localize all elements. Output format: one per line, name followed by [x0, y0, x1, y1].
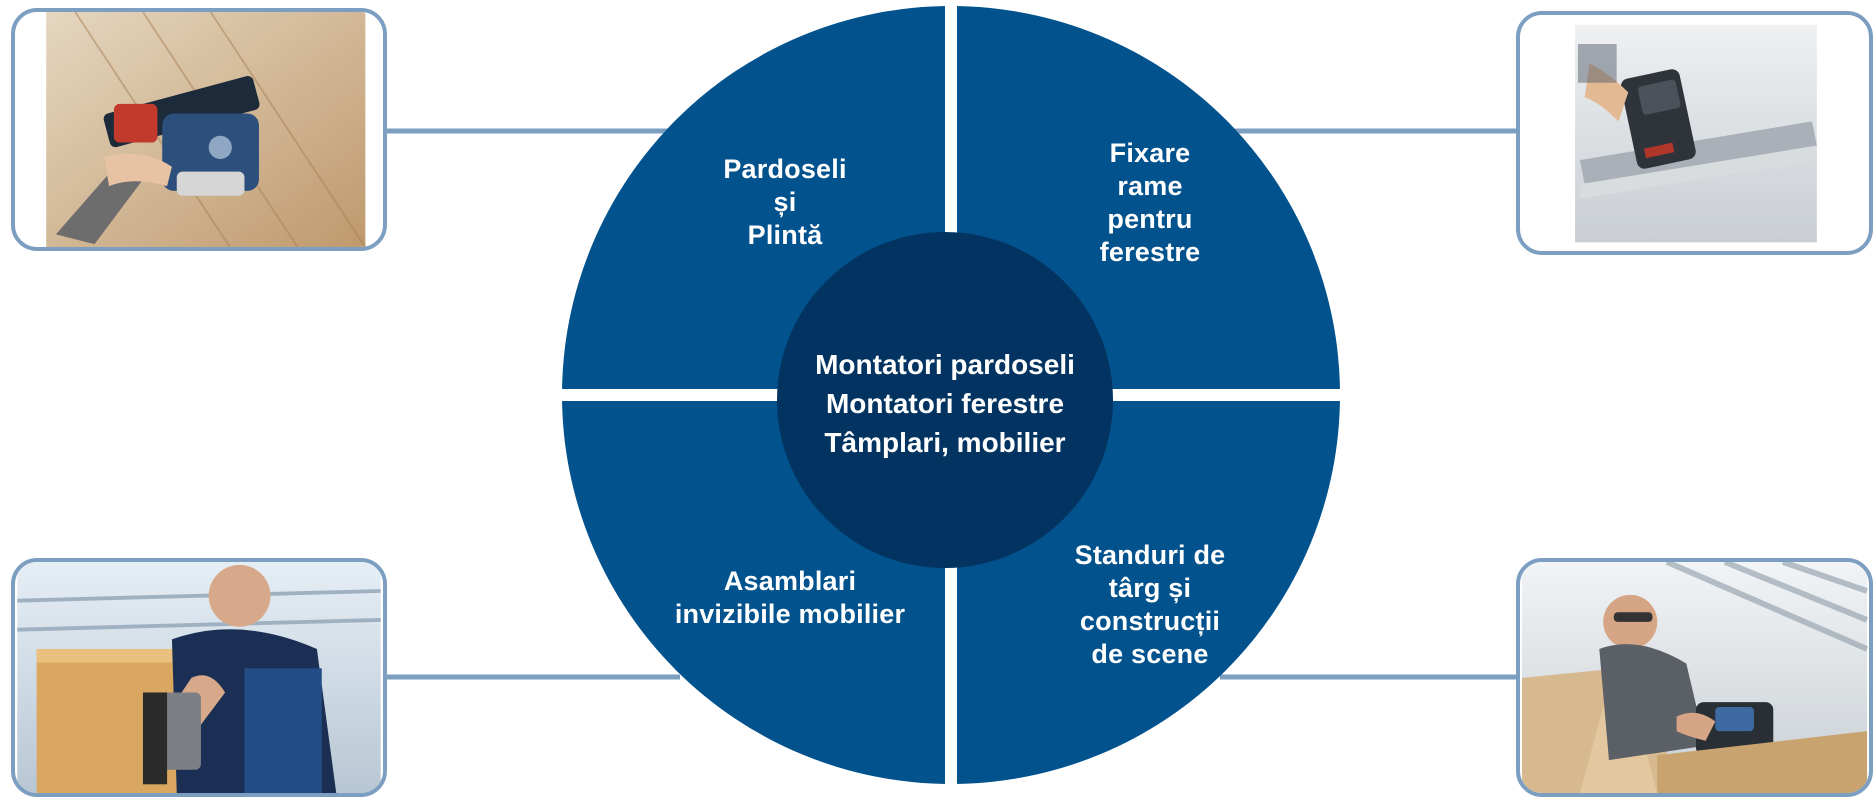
- photo-card-top-left: [11, 8, 387, 251]
- quadrant-label-bottom-left: Asamblari invizibile mobilier: [674, 566, 906, 629]
- quadrant-label-top-right: Fixare rame pentru ferestre: [1099, 138, 1201, 267]
- quadrant-label-top-left: Pardoseli și Plintă: [723, 154, 847, 250]
- furniture-assembly-photo: [17, 562, 381, 793]
- center-circle: [777, 232, 1113, 568]
- photo-card-bottom-right: [1516, 558, 1873, 797]
- window-frame-photo: [1521, 15, 1868, 251]
- photo-card-top-right: [1516, 11, 1873, 255]
- stage-construction-photo: [1521, 562, 1869, 793]
- quadrant-label-bottom-right: Standuri de târg și construcții de scene: [1074, 540, 1226, 669]
- nailer-floor-photo: [17, 12, 381, 247]
- photo-card-bottom-left: [11, 558, 387, 797]
- center-label: Montatori pardoseli Montatori ferestre T…: [815, 349, 1075, 458]
